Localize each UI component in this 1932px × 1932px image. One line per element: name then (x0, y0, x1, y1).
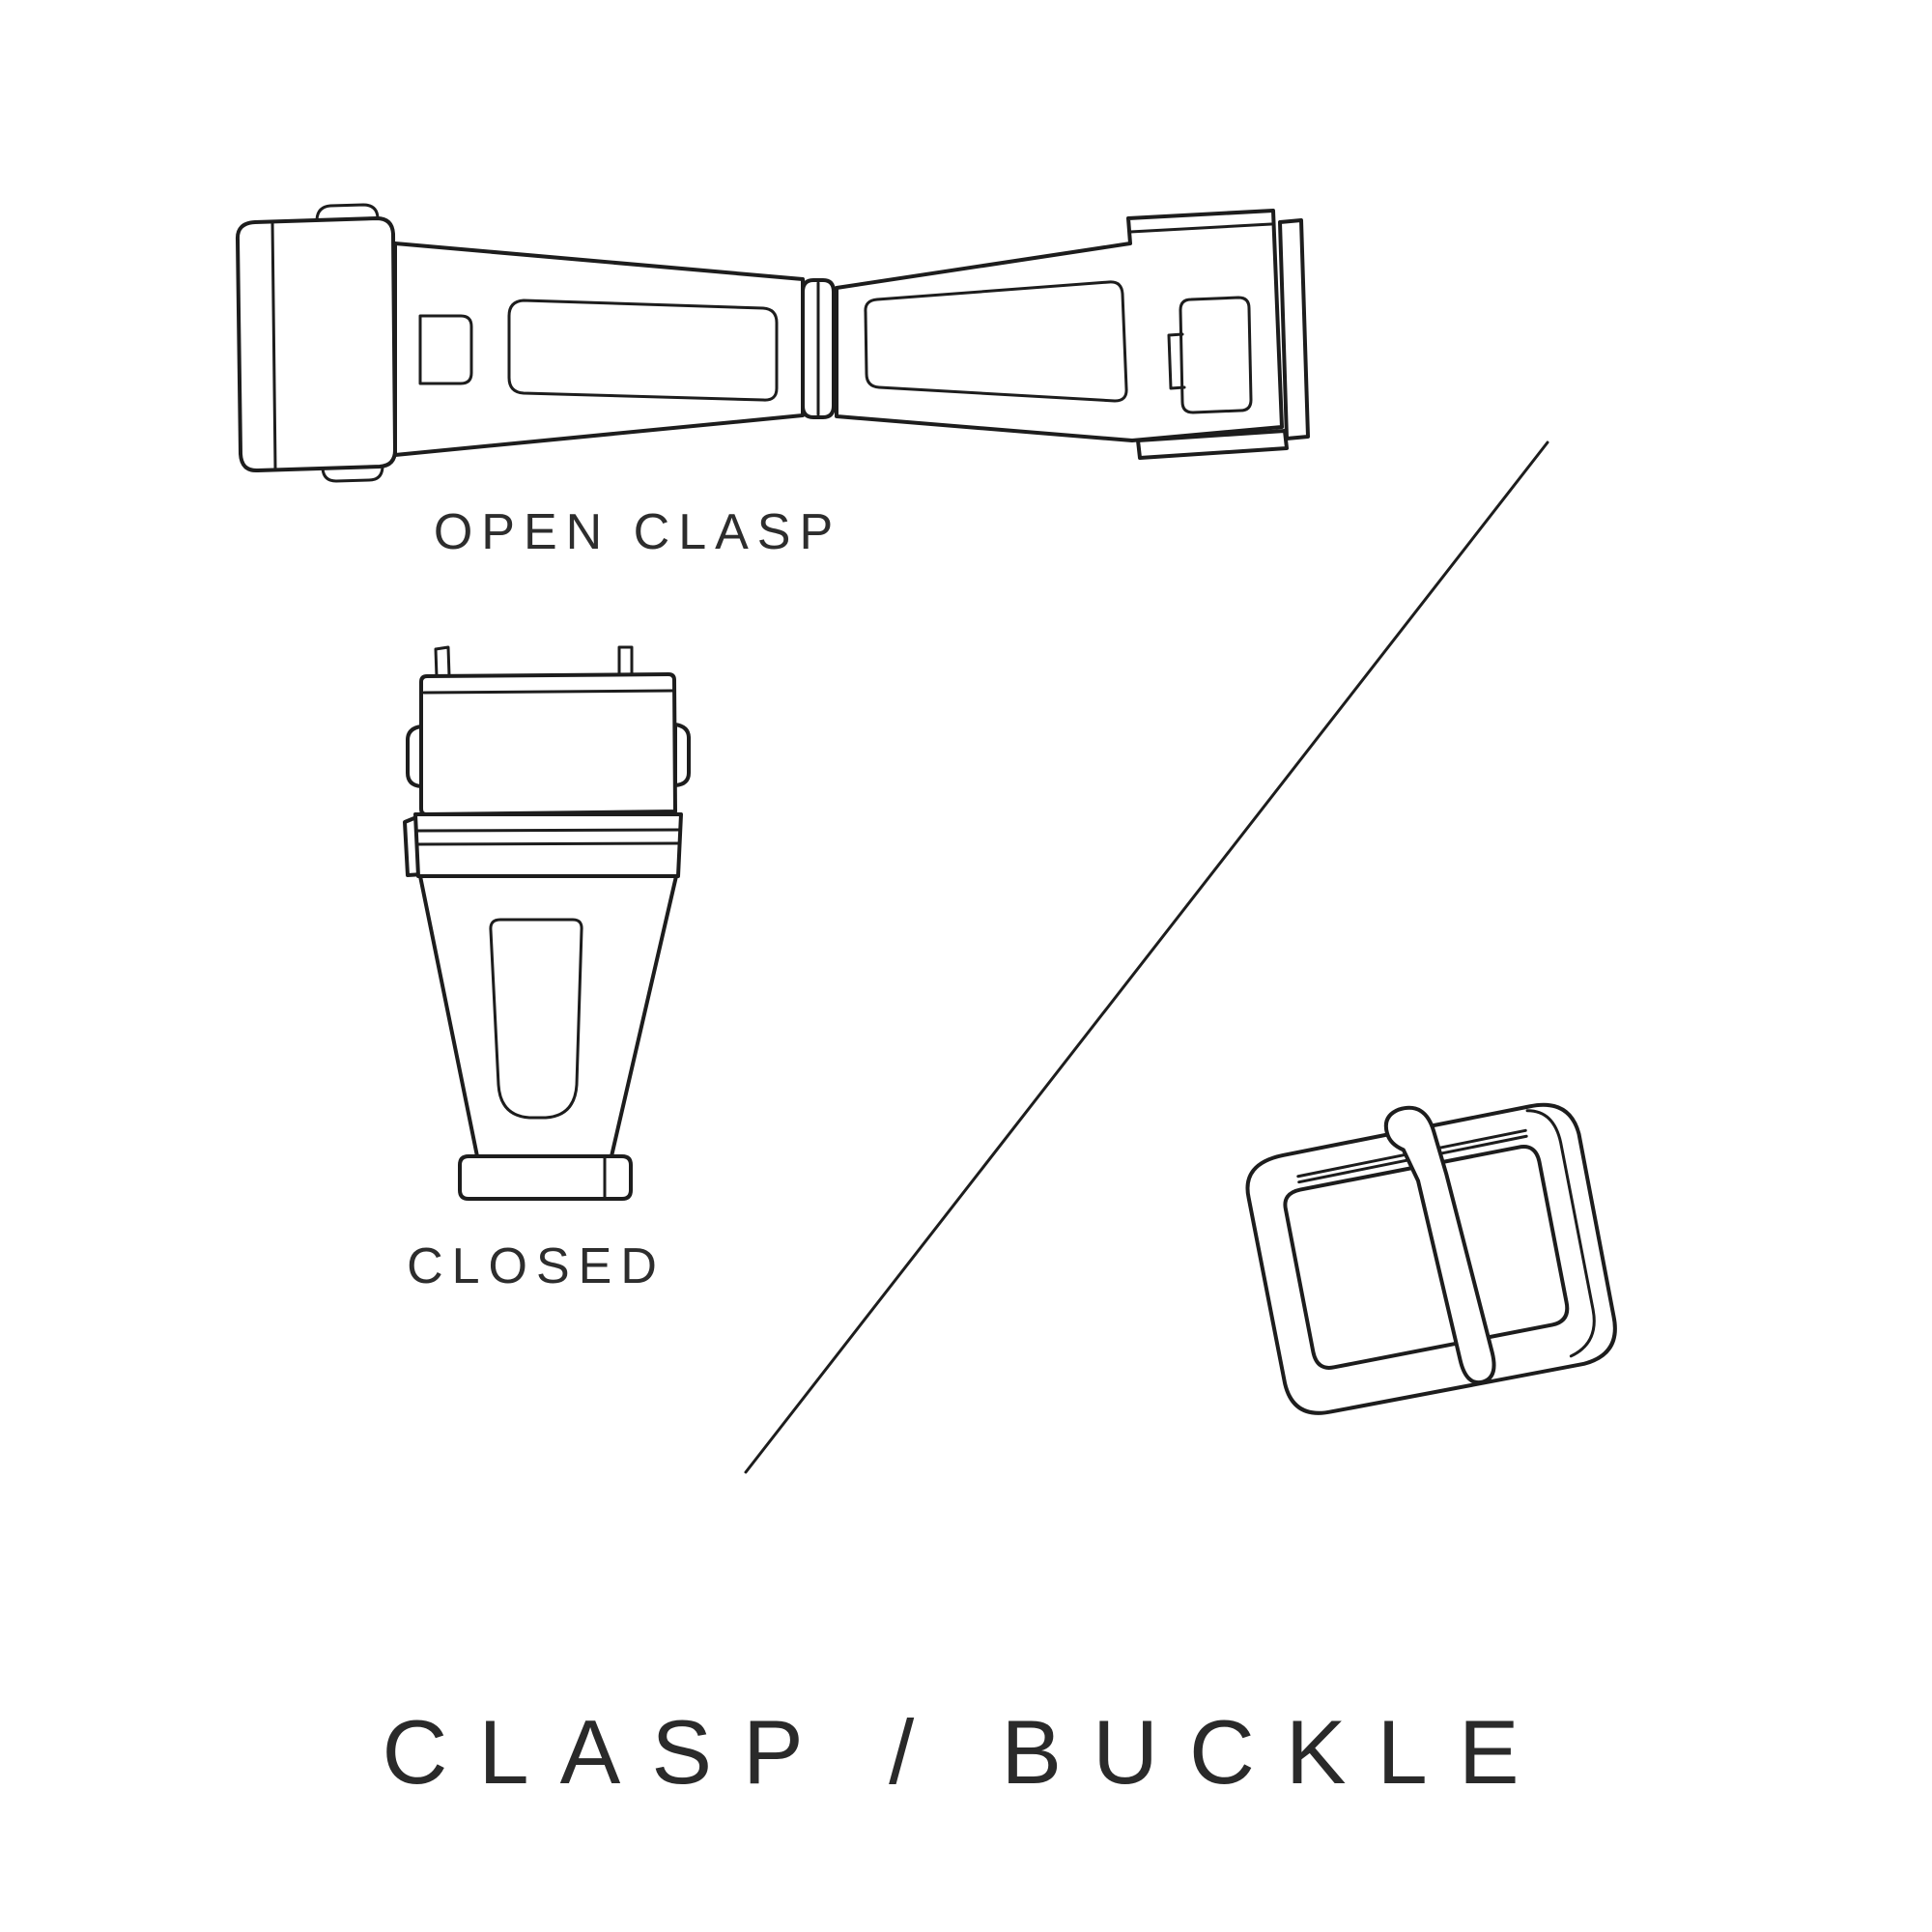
open-clasp-end-link (235, 216, 397, 473)
open-clasp-label: OPEN CLASP (433, 504, 842, 560)
buckle-illustration (1245, 1102, 1617, 1415)
diagram-title: CLASP / BUCKLE (382, 1701, 1550, 1803)
closed-clasp-label: CLOSED (407, 1238, 666, 1294)
open-clasp-left-arm (393, 242, 805, 457)
closed-clasp-foot (458, 1154, 633, 1201)
open-clasp-illustration (235, 203, 1310, 483)
buckle-prong (1383, 1105, 1496, 1385)
closed-clasp-illustration (403, 645, 691, 1201)
